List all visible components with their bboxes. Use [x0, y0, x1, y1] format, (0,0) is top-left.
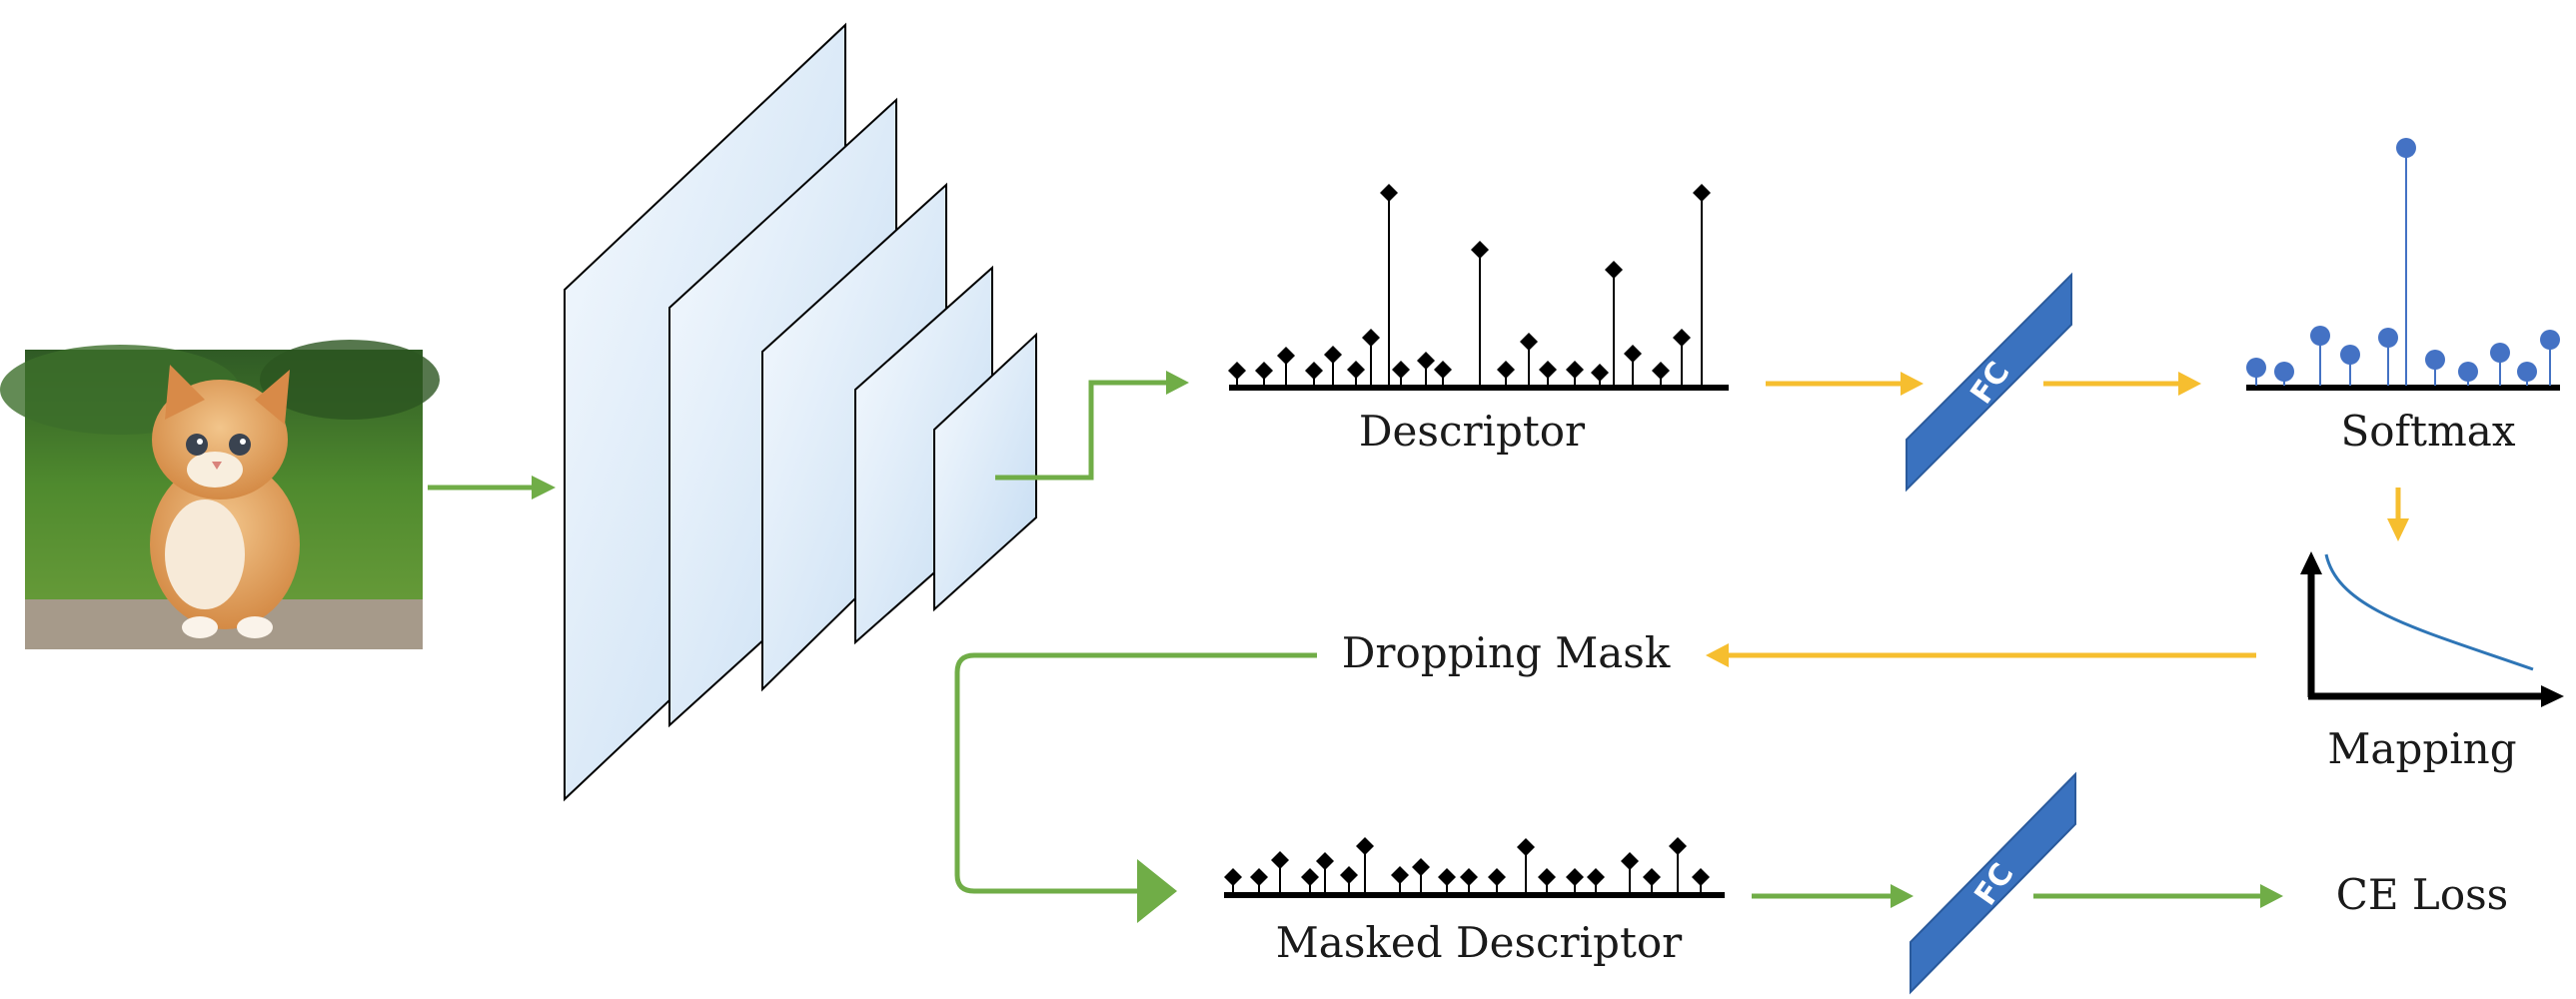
stem-diamond — [1391, 866, 1409, 884]
stem-diamond — [1539, 361, 1557, 379]
kitten-eye-glint — [197, 439, 203, 445]
stem-diamond — [1224, 868, 1242, 886]
softmax-stems — [2246, 138, 2560, 386]
arrow-mapping-to-mask — [1706, 643, 2256, 667]
stem-diamond — [1255, 362, 1273, 380]
stem-diamond — [1517, 838, 1535, 856]
softmax-plot: Softmax — [2246, 138, 2560, 456]
stem-diamond — [1392, 361, 1410, 379]
arrow-mask-to-masked-descriptor — [954, 652, 1317, 923]
kitten-head — [152, 380, 288, 500]
kitten-chest — [165, 500, 245, 609]
descriptor-label: Descriptor — [1359, 407, 1586, 456]
stem-diamond — [1228, 362, 1246, 380]
stem-diamond — [1434, 361, 1452, 379]
softmax-label: Softmax — [2340, 407, 2515, 456]
stem-circle — [2246, 358, 2266, 378]
kitten-eye-right — [229, 434, 251, 456]
stem-diamond — [1460, 868, 1478, 886]
stem-diamond — [1340, 866, 1358, 884]
stem-diamond — [1277, 347, 1295, 365]
stem-diamond — [1566, 361, 1584, 379]
ce-loss-label: CE Loss — [2336, 870, 2508, 919]
stem-diamond — [1316, 852, 1334, 870]
stem-diamond — [1673, 329, 1691, 347]
kitten-ear-left — [165, 365, 205, 420]
stem-circle — [2517, 362, 2537, 382]
stem-circle — [2378, 328, 2398, 348]
stem-diamond — [1643, 868, 1661, 886]
stem-diamond — [1692, 868, 1710, 886]
feature-map-5 — [933, 332, 1037, 612]
masked-descriptor-stems — [1224, 837, 1710, 893]
stem-diamond — [1587, 868, 1605, 886]
arrow-fc-to-ce-loss — [2033, 884, 2283, 908]
descriptor-stems — [1228, 184, 1711, 386]
kitten-ear-right — [255, 370, 290, 425]
stem-diamond — [1488, 868, 1506, 886]
kitten-muzzle — [187, 452, 243, 488]
arrow-masked-to-fc — [1752, 884, 1914, 908]
stem-diamond — [1356, 837, 1374, 855]
stem-diamond — [1693, 184, 1711, 202]
masked-descriptor-label: Masked Descriptor — [1276, 918, 1683, 967]
stem-diamond — [1362, 329, 1380, 347]
kitten-nose — [212, 462, 222, 470]
descriptor-plot: Descriptor — [1228, 184, 1729, 456]
stem-diamond — [1271, 851, 1289, 869]
stem-circle — [2340, 345, 2360, 365]
stem-diamond — [1324, 346, 1342, 364]
kitten-eye-glint — [240, 439, 246, 445]
stem-circle — [2396, 138, 2416, 158]
stem-diamond — [1538, 868, 1556, 886]
stem-circle — [2425, 350, 2445, 370]
stem-diamond — [1438, 868, 1456, 886]
stem-circle — [2458, 362, 2478, 382]
fc-block-bottom: FC — [1910, 771, 2076, 995]
image-foliage — [260, 340, 440, 420]
stem-circle — [2310, 326, 2330, 346]
arrow-descriptor-to-fc — [1766, 372, 1924, 396]
mapping-x-arrowhead — [2541, 685, 2564, 707]
stem-diamond — [1621, 852, 1639, 870]
kitten-eye-left — [186, 434, 208, 456]
mapping-y-arrowhead — [2300, 551, 2322, 574]
mapping-curve — [2324, 553, 2534, 671]
arrow-fc-to-softmax — [2043, 372, 2201, 396]
stem-diamond — [1591, 364, 1609, 382]
dropping-mask-label: Dropping Mask — [1342, 628, 1671, 677]
stem-diamond — [1250, 868, 1268, 886]
stem-diamond — [1669, 837, 1687, 855]
stem-circle — [2540, 330, 2560, 350]
mapping-label: Mapping — [2327, 724, 2516, 773]
arrow-image-to-cnn — [428, 476, 556, 500]
stem-circle — [2490, 343, 2510, 363]
input-image — [0, 340, 440, 649]
cnn-stack — [564, 22, 1037, 802]
kitten-paw — [237, 616, 273, 638]
stem-diamond — [1380, 184, 1398, 202]
stem-diamond — [1305, 362, 1323, 380]
mapping-plot: Mapping — [2300, 551, 2564, 773]
stem-diamond — [1301, 868, 1319, 886]
stem-circle — [2274, 362, 2294, 382]
stem-diamond — [1412, 858, 1430, 876]
masked-descriptor-plot: Masked Descriptor — [1224, 837, 1725, 967]
stem-diamond — [1520, 333, 1538, 351]
kitten-paw — [182, 616, 218, 638]
stem-diamond — [1566, 868, 1584, 886]
stem-diamond — [1471, 241, 1489, 259]
stem-diamond — [1497, 361, 1515, 379]
stem-diamond — [1347, 361, 1365, 379]
stem-diamond — [1605, 261, 1623, 279]
arrow-softmax-to-mapping — [2387, 488, 2409, 541]
stem-diamond — [1652, 362, 1670, 380]
arrow-cnn-to-descriptor — [995, 371, 1189, 481]
stem-diamond — [1417, 352, 1435, 370]
stem-diamond — [1624, 345, 1642, 363]
